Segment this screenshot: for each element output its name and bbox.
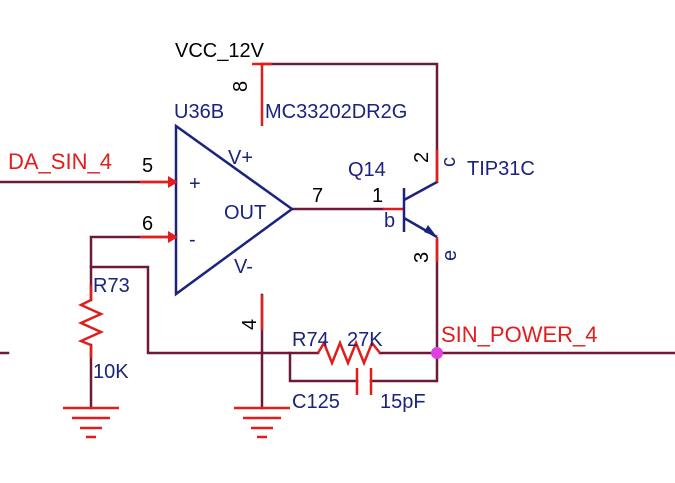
arrow-in-minus: [168, 231, 178, 243]
transistor-ref: Q14: [348, 159, 386, 181]
r74-zigzag: [316, 339, 381, 367]
pin-number-collector: 2: [411, 152, 433, 163]
wire-c125-right: [369, 351, 439, 383]
capacitor-c125: [355, 368, 373, 395]
opamp-plus-sign: +: [189, 173, 201, 195]
opamp-vplus-label: V+: [228, 147, 253, 169]
c125-value: 15pF: [380, 391, 426, 413]
r73-value: 10K: [93, 361, 129, 383]
transistor-emitter-arrow: [424, 225, 437, 237]
net-label-vcc: VCC_12V: [175, 40, 265, 62]
net-label-output: SIN_POWER_4: [441, 322, 598, 347]
arrow-in-plus: [168, 176, 178, 188]
pin-number-in-plus: 5: [142, 155, 153, 177]
pin-number-out: 7: [312, 185, 323, 207]
pin-number-base: 1: [372, 185, 383, 207]
ground-opamp: [234, 406, 290, 439]
pin-number-vminus: 4: [239, 319, 261, 330]
output-junction-dot: [431, 347, 443, 359]
resistor-r73: [77, 285, 105, 358]
opamp-body: [174, 123, 295, 297]
r73-ref: R73: [93, 275, 130, 297]
wire-c125-left: [288, 351, 359, 383]
transistor-emitter-letter: e: [439, 250, 461, 261]
opamp-vminus-label: V-: [234, 256, 253, 278]
opamp-minus-sign: -: [189, 229, 196, 251]
transistor-collector-leg: [403, 180, 438, 202]
opamp-out-label: OUT: [224, 202, 266, 224]
wire-vcc-to-collector: [260, 62, 439, 184]
pin-number-emitter: 3: [411, 252, 433, 263]
transistor-part: TIP31C: [467, 158, 535, 180]
net-label-input: DA_SIN_4: [8, 149, 112, 174]
ground-r73: [63, 406, 119, 439]
transistor-collector-letter: c: [438, 157, 460, 167]
opamp-ref: U36B: [174, 101, 224, 123]
transistor-q14: [383, 150, 439, 262]
r74-value: 27K: [347, 329, 383, 351]
resistor-r74: [316, 339, 381, 367]
pin-number-in-minus: 6: [142, 213, 153, 235]
r74-ref: R74: [292, 329, 329, 351]
opamp-u36b: [140, 62, 295, 330]
pin-number-vplus: 8: [230, 81, 252, 92]
r73-zigzag: [77, 298, 105, 347]
transistor-base-letter: b: [384, 210, 395, 232]
opamp-part: MC33202DR2G: [265, 101, 407, 123]
c125-ref: C125: [292, 391, 340, 413]
wire-feedback: [89, 265, 320, 355]
